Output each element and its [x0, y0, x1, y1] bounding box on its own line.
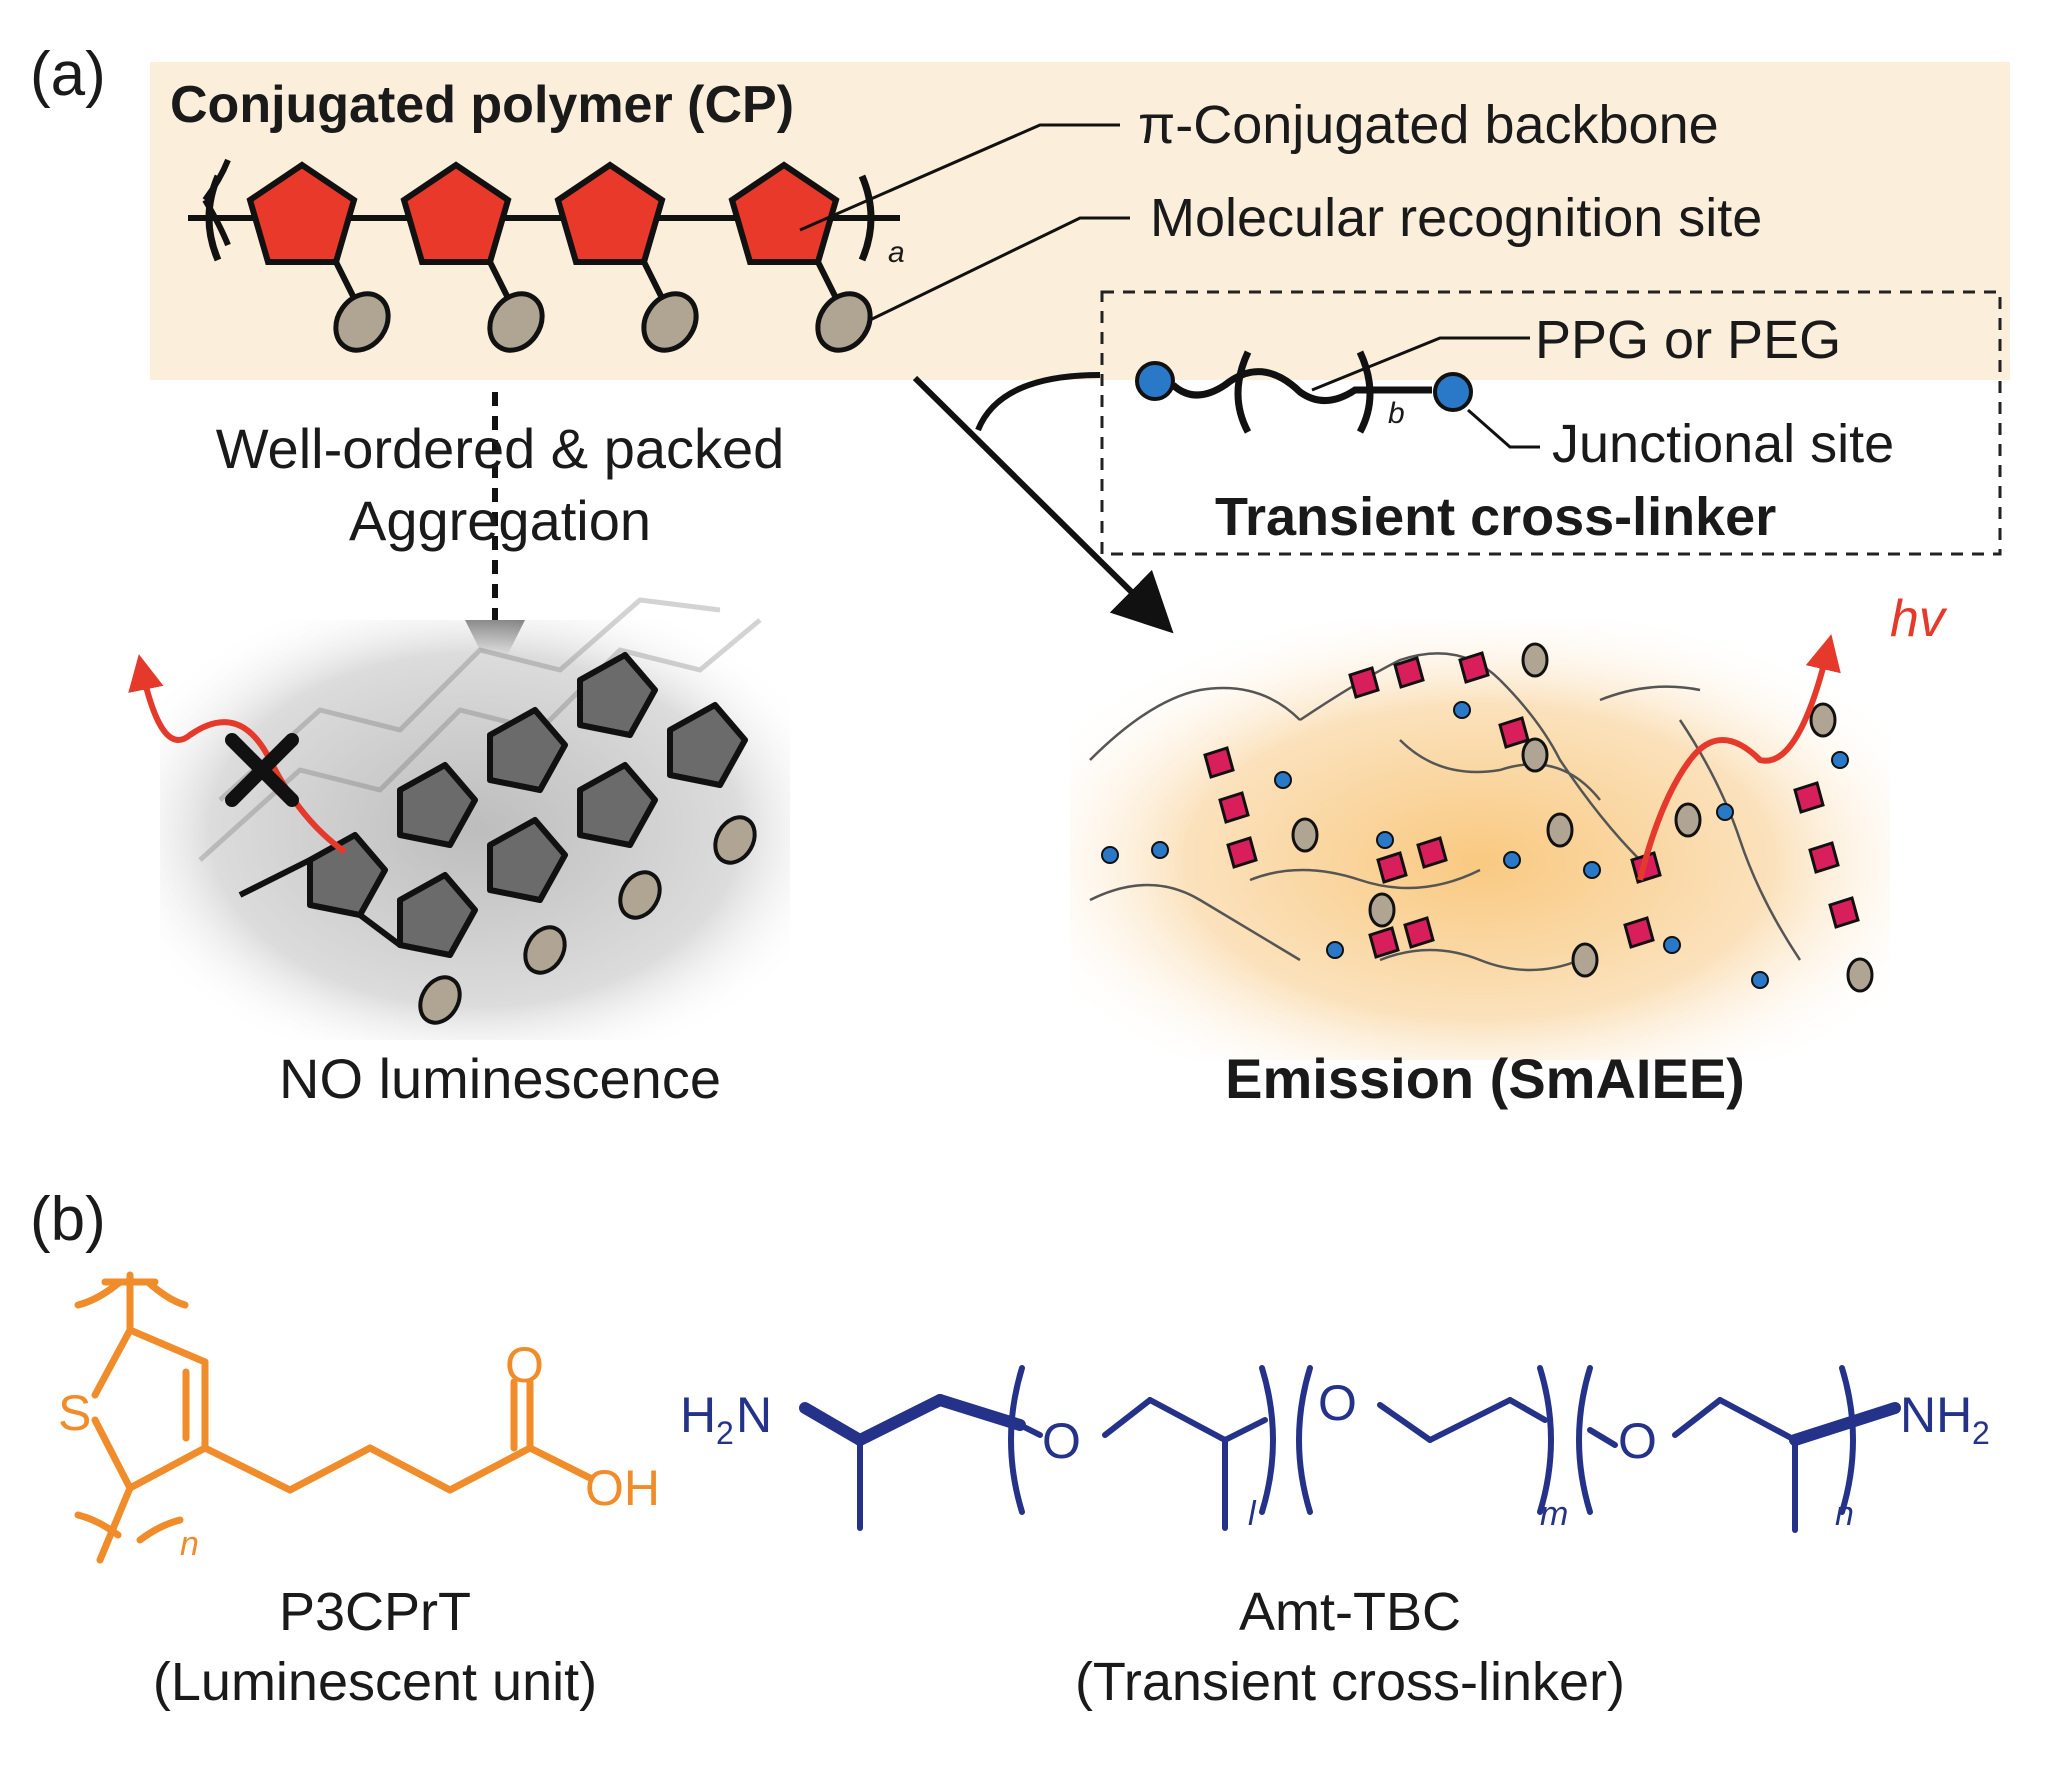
amt-n: n [1835, 1495, 1854, 1533]
amt-name: Amt-TBC [1239, 1582, 1461, 1642]
crosslinked-network [1089, 642, 1874, 993]
recognition-site-label: Molecular recognition site [1150, 188, 1762, 248]
p3cprt-structure [74, 1271, 594, 1564]
amt-nh2-2: 2 [1972, 1415, 1990, 1451]
junction-site-icon [1433, 372, 1473, 412]
junction-site-icon [1663, 936, 1681, 954]
amt-oxygen-1: O [1042, 1413, 1081, 1469]
p3cprt-sulfur: S [58, 1385, 91, 1441]
p3cprt-name: P3CPrT [279, 1582, 471, 1642]
right-paren [858, 174, 875, 262]
panel-b-label: (b) [30, 1185, 106, 1254]
amt-tbc-structure [799, 1365, 1901, 1533]
junction-site-icon [1274, 771, 1292, 789]
amt-h2n-h: H [680, 1387, 716, 1443]
recognition-site-icon [641, 291, 699, 353]
p3cprt-hydroxyl: OH [585, 1460, 660, 1516]
recognition-site-icon [1368, 892, 1396, 928]
p3cprt-desc: (Luminescent unit) [153, 1652, 597, 1712]
junction-site-icon [1831, 751, 1849, 769]
recognition-site-icon [1291, 817, 1319, 853]
junction-site-icon [1716, 803, 1734, 821]
emission-label: Emission (SmAIEE) [1225, 1047, 1745, 1110]
amt-nh2-nh: NH [1900, 1387, 1972, 1443]
recognition-site-icon [1546, 812, 1574, 848]
cp-repeat-subscript: a [888, 236, 905, 269]
junctional-site-label: Junctional site [1552, 414, 1894, 474]
recognition-site-icon [1521, 737, 1549, 773]
crosslinker-repeat-subscript: b [1388, 397, 1405, 430]
emission-glow [1070, 620, 1890, 1060]
junction-site-icon [1376, 831, 1394, 849]
recognition-site-icon [523, 925, 567, 975]
blocked-photon-arrow [128, 654, 347, 855]
amt-oxygen-3: O [1618, 1413, 1657, 1469]
amt-h2n-n: N [736, 1387, 772, 1443]
junction-site-icon [1101, 846, 1119, 864]
recognition-site-icon [487, 291, 545, 353]
ppg-peg-label: PPG or PEG [1535, 310, 1841, 370]
recognition-site-icon [333, 291, 391, 353]
pentagon-2 [400, 161, 545, 353]
recognition-site-icon [1674, 802, 1702, 838]
panel-a-label: (a) [30, 40, 106, 109]
recognition-site-icon [418, 975, 462, 1025]
emission-photon-arrow [1637, 634, 1841, 881]
recognition-site-icon [815, 291, 873, 353]
recognition-site-icon [618, 870, 662, 920]
hv-label: hv [1890, 590, 1948, 648]
pentagon-1 [246, 161, 391, 353]
recognition-site-icon [1571, 942, 1599, 978]
crosslinker-title: Transient cross-linker [1215, 487, 1776, 547]
crosslinker-box [1100, 290, 2002, 556]
recognition-site-icon [1846, 957, 1874, 993]
recognition-site-icon [1521, 642, 1549, 678]
junction-site-icon [1503, 851, 1521, 869]
pentagon-3 [554, 161, 699, 353]
emission-arrow [912, 375, 1174, 634]
recognition-site-icon [713, 815, 757, 865]
junction-site-icon [1751, 971, 1769, 989]
p3cprt-oxygen: O [505, 1337, 544, 1393]
blocked-x-icon [225, 733, 299, 807]
aggregation-line1: Well-ordered & packed [216, 417, 785, 480]
cp-chain: a [188, 158, 905, 353]
recognition-site-icon [1809, 702, 1837, 738]
no-luminescence-label: NO luminescence [279, 1047, 721, 1110]
amt-h2n-2: 2 [716, 1415, 734, 1451]
ppg-leader [1311, 336, 1530, 392]
junction-site-icon [1583, 861, 1601, 879]
pi-backbone-leader [799, 123, 1120, 232]
pi-backbone-label: π-Conjugated backbone [1138, 95, 1719, 155]
crosslinker-join-curve [975, 372, 1101, 432]
aggregate-glow [160, 620, 790, 1040]
amt-m: m [1540, 1495, 1568, 1533]
aggregation-line2: Aggregation [349, 489, 651, 552]
junction-site-icon [1135, 361, 1175, 401]
junction-site-icon [1453, 701, 1471, 719]
recognition-leader [869, 216, 1130, 322]
junction-leader [1467, 408, 1540, 449]
pentagon-4 [728, 161, 873, 353]
left-paren [205, 174, 222, 262]
amt-oxygen-2: O [1318, 1375, 1357, 1431]
amt-l: l [1248, 1495, 1257, 1533]
junction-site-icon [1326, 941, 1344, 959]
junction-site-icon [1151, 841, 1169, 859]
amt-desc: (Transient cross-linker) [1075, 1652, 1625, 1712]
cp-title: Conjugated polymer (CP) [170, 76, 794, 134]
aggregate-stack [198, 597, 762, 1025]
p3cprt-n: n [180, 1525, 199, 1563]
crosslinker-molecule: b [1135, 350, 1473, 434]
